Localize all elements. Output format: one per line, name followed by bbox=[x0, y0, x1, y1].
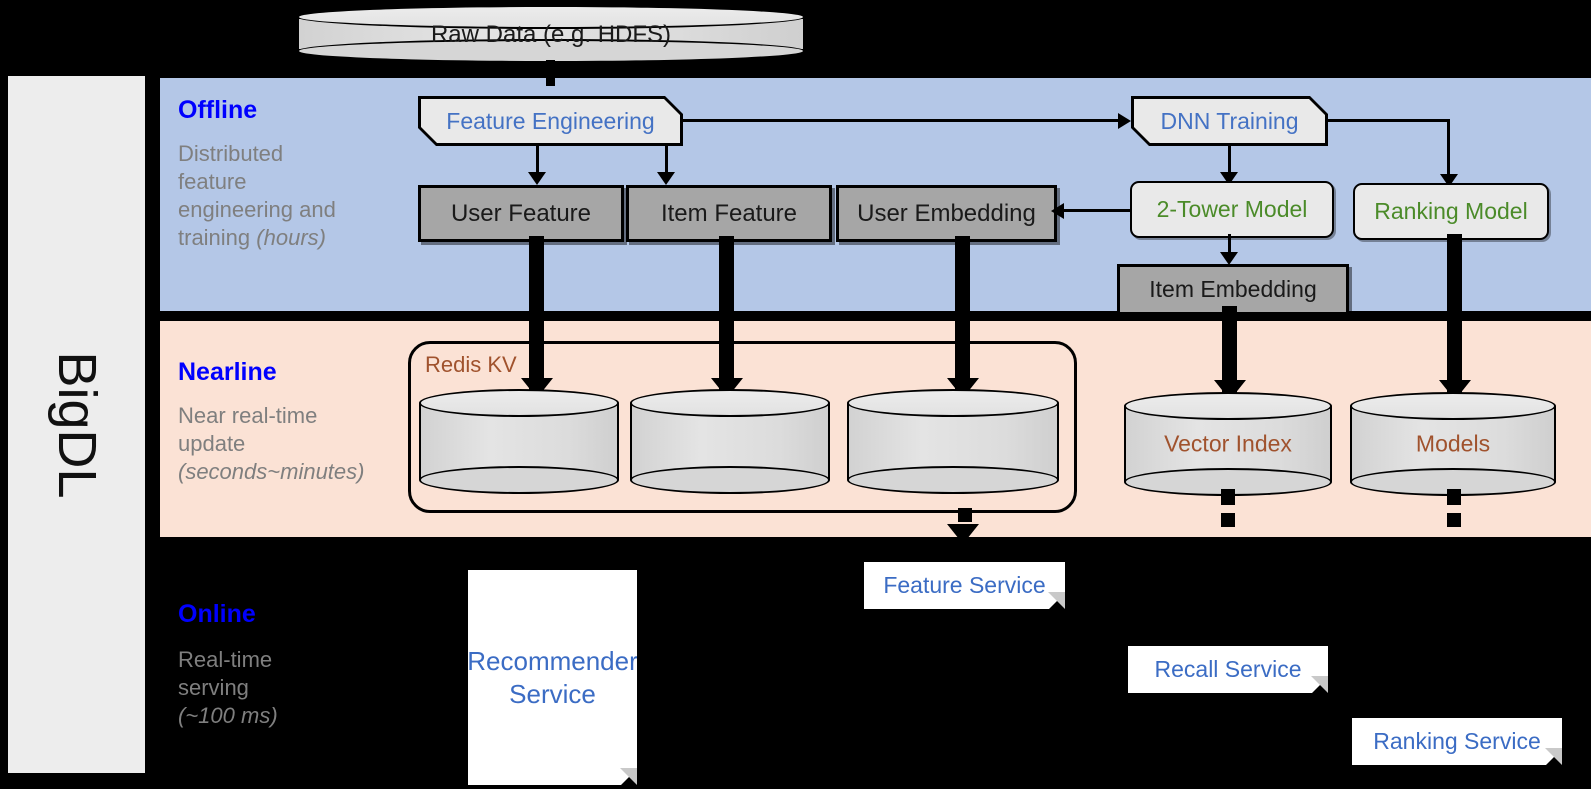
conn-fe-dnn bbox=[683, 119, 1118, 122]
item-feature-label: Item Feature bbox=[660, 199, 798, 227]
feature-engineering-node[interactable]: Feature Engineering bbox=[418, 96, 683, 146]
offline-subtitle-l2: feature bbox=[178, 168, 247, 194]
store-user-feature-top bbox=[419, 389, 619, 417]
raw-data-store: Raw Data (e.g. HDFS) bbox=[297, 5, 805, 63]
offline-subtitle-l4: training bbox=[178, 224, 257, 250]
ranking-service-node[interactable]: Ranking Service bbox=[1352, 718, 1562, 765]
store-item-feature-top bbox=[630, 389, 830, 417]
item-embedding-label: Item Embedding bbox=[1149, 276, 1317, 302]
bigdl-label: BigDL bbox=[46, 350, 107, 499]
two-tower-model-node[interactable]: 2-Tower Model bbox=[1130, 181, 1334, 238]
redis-kv-group bbox=[408, 341, 1077, 513]
item-feature-node[interactable]: Item Feature bbox=[626, 185, 832, 242]
arrow-fe-userfeature bbox=[528, 172, 546, 185]
pipe-userfeature-store bbox=[529, 236, 544, 391]
conn-dnn-ranking-v bbox=[1447, 119, 1450, 181]
store-user-embedding-top bbox=[847, 389, 1059, 417]
dnn-training-label: DNN Training bbox=[1160, 107, 1299, 134]
recall-service-label: Recall Service bbox=[1154, 656, 1302, 682]
store-item-feature[interactable] bbox=[630, 389, 830, 494]
offline-subtitle-em: (hours) bbox=[256, 224, 326, 250]
online-title: Online bbox=[178, 600, 256, 628]
ranking-model-node[interactable]: Ranking Model bbox=[1353, 183, 1549, 240]
nearline-subtitle: Near real-time update (seconds~minutes) bbox=[178, 402, 408, 486]
conn-twotower-userembedding bbox=[1064, 209, 1132, 212]
arrow-twotower-itemembedding bbox=[1220, 252, 1238, 265]
conn-dnn-twotower bbox=[1228, 146, 1231, 178]
recall-service-node[interactable]: Recall Service bbox=[1128, 646, 1328, 693]
dash-rankingservice-1 bbox=[1447, 489, 1461, 505]
recommender-service-node[interactable]: Recommender Service bbox=[468, 570, 637, 785]
online-subtitle-em: (~100 ms) bbox=[178, 702, 278, 728]
models-store[interactable]: Models bbox=[1350, 392, 1556, 496]
offline-title: Offline bbox=[178, 96, 258, 124]
vector-index-store[interactable]: Vector Index bbox=[1124, 392, 1332, 496]
conn-twotower-itemembedding bbox=[1228, 234, 1231, 262]
nearline-subtitle-l2: update bbox=[178, 430, 246, 456]
online-subtitle-l1: Real-time bbox=[178, 647, 273, 672]
feature-service-node[interactable]: Feature Service bbox=[864, 562, 1065, 609]
dnn-training-node[interactable]: DNN Training bbox=[1131, 96, 1328, 146]
arrow-rawdata-fe bbox=[534, 62, 566, 82]
dash-featureservice-1 bbox=[958, 508, 972, 522]
user-feature-node[interactable]: User Feature bbox=[418, 185, 624, 242]
recommender-service-label-l1: Recommender bbox=[467, 646, 638, 676]
offline-subtitle: Distributed feature engineering and trai… bbox=[178, 140, 393, 252]
pipe-userembedding-store bbox=[955, 236, 970, 391]
raw-data-top bbox=[297, 5, 805, 29]
offline-subtitle-l1: Distributed bbox=[178, 141, 284, 166]
store-user-embedding[interactable] bbox=[847, 389, 1059, 494]
user-embedding-node[interactable]: User Embedding bbox=[836, 185, 1057, 242]
vector-index-label: Vector Index bbox=[1164, 430, 1292, 457]
pipe-itemembedding-vectorindex bbox=[1222, 306, 1237, 393]
nearline-subtitle-l1: Near real-time bbox=[178, 403, 318, 428]
online-subtitle: Real-time serving (~100 ms) bbox=[178, 646, 393, 730]
bigdl-platform-rail: BigDL bbox=[8, 76, 145, 773]
pipe-itemfeature-store bbox=[719, 236, 734, 391]
feature-engineering-label: Feature Engineering bbox=[446, 107, 655, 134]
nearline-title: Nearline bbox=[178, 358, 277, 386]
store-user-embedding-base bbox=[847, 466, 1059, 494]
arrow-fe-dnn bbox=[1118, 113, 1131, 129]
dash-recallservice-2 bbox=[1221, 513, 1235, 527]
ranking-model-label: Ranking Model bbox=[1374, 198, 1528, 224]
user-feature-label: User Feature bbox=[450, 199, 592, 227]
store-item-feature-base bbox=[630, 466, 830, 494]
conn-fe-itemfeature bbox=[665, 146, 668, 176]
online-subtitle-l2: serving bbox=[178, 674, 249, 700]
redis-kv-label: Redis KV bbox=[425, 352, 517, 377]
models-label: Models bbox=[1415, 430, 1491, 457]
dash-recallservice-1 bbox=[1221, 489, 1235, 505]
arrow-redis-featureservice bbox=[947, 524, 979, 544]
store-user-feature[interactable] bbox=[419, 389, 619, 494]
raw-data-label: Raw Data (e.g. HDFS) bbox=[430, 21, 672, 49]
recommender-service-label-l2: Service bbox=[509, 678, 596, 709]
conn-fe-userfeature bbox=[536, 146, 539, 176]
arrow-fe-itemfeature bbox=[657, 172, 675, 185]
vector-index-top bbox=[1124, 392, 1332, 420]
pipe-rankingmodel-models bbox=[1447, 234, 1462, 394]
models-top bbox=[1350, 392, 1556, 420]
ranking-service-label: Ranking Service bbox=[1373, 728, 1541, 754]
nearline-subtitle-em: (seconds~minutes) bbox=[178, 458, 365, 484]
conn-dnn-ranking-h bbox=[1328, 119, 1450, 122]
feature-service-label: Feature Service bbox=[883, 572, 1046, 598]
arrow-twotower-userembedding bbox=[1051, 203, 1064, 219]
user-embedding-label: User Embedding bbox=[857, 199, 1036, 227]
two-tower-model-label: 2-Tower Model bbox=[1156, 196, 1308, 222]
offline-subtitle-l3: engineering and bbox=[178, 196, 336, 222]
store-user-feature-base bbox=[419, 466, 619, 494]
dash-rankingservice-2 bbox=[1447, 513, 1461, 527]
